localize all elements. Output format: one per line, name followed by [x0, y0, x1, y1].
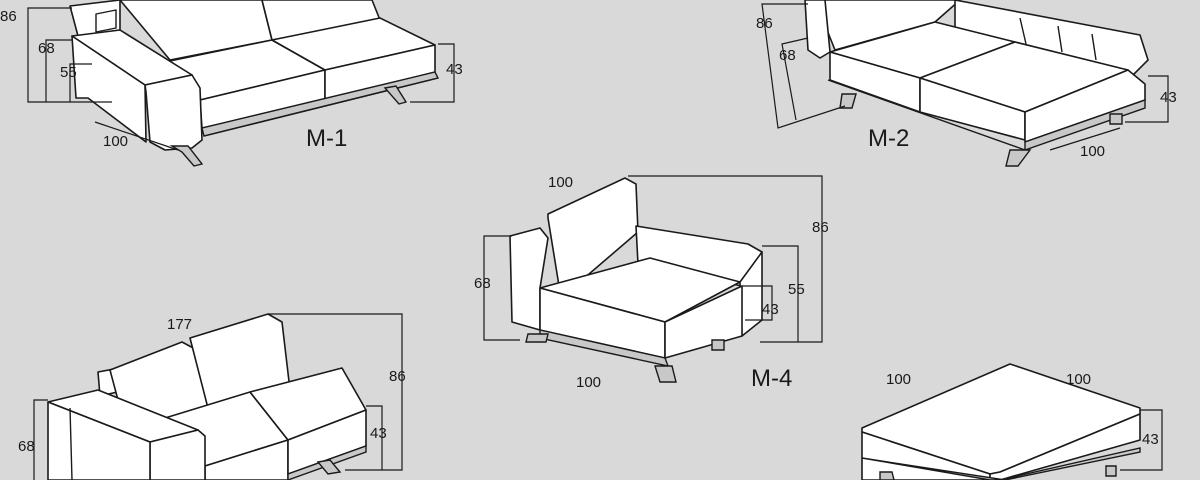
- ottoman-width: 100: [886, 371, 911, 388]
- m1-dimension-lines: [27, 7, 455, 151]
- m2-label: M-2: [868, 125, 909, 152]
- m1-arm-height: 68: [38, 40, 55, 57]
- m1-label: M-1: [306, 125, 347, 152]
- sofa-177-width: 177: [167, 316, 192, 333]
- m4-dimension-lines: [483, 175, 823, 343]
- m4-total-height: 86: [812, 219, 829, 236]
- m4-label: M-4: [751, 365, 792, 392]
- sofa-177-total-height: 86: [389, 368, 406, 385]
- module-m4: 100 86 68 55 43 100 M-4: [474, 174, 829, 392]
- m1-seat-top: 55: [60, 64, 77, 81]
- m4-seat-top: 55: [788, 281, 805, 298]
- module-m1: 86 68 55 43 100 M-1: [0, 0, 463, 167]
- m4-depth: 100: [576, 374, 601, 391]
- sofa-177-seat-height: 43: [370, 425, 387, 442]
- m1-total-height: 86: [0, 8, 17, 25]
- m1-sofa-drawing: [69, 0, 440, 167]
- sofa-177-drawing: [47, 313, 367, 480]
- sofa-177-dimension-lines: [33, 313, 403, 480]
- m4-arm-height: 68: [474, 275, 491, 292]
- module-sofa-177: 177 86 68 43: [18, 313, 406, 480]
- ottoman-depth: 100: [1066, 371, 1091, 388]
- sofa-177-arm-height: 68: [18, 438, 35, 455]
- m4-chair-drawing: [509, 177, 763, 383]
- m4-width: 100: [548, 174, 573, 191]
- ottoman-drawing: [861, 363, 1141, 480]
- m2-dimension-lines: [761, 3, 1169, 151]
- ottoman-height: 43: [1142, 431, 1159, 448]
- m1-depth: 100: [103, 133, 128, 150]
- m2-arm-height: 68: [779, 47, 796, 64]
- m4-seat-height: 43: [762, 301, 779, 318]
- m2-chaise-drawing: [804, 0, 1149, 167]
- m1-seat-height: 43: [446, 61, 463, 78]
- module-ottoman: 100 100 43: [861, 363, 1163, 480]
- module-m2: 86 68 43 100 M-2: [756, 0, 1177, 167]
- m2-total-height: 86: [756, 15, 773, 32]
- ottoman-dimension-lines: [1120, 409, 1163, 471]
- m2-depth: 100: [1080, 143, 1105, 160]
- m2-seat-height: 43: [1160, 89, 1177, 106]
